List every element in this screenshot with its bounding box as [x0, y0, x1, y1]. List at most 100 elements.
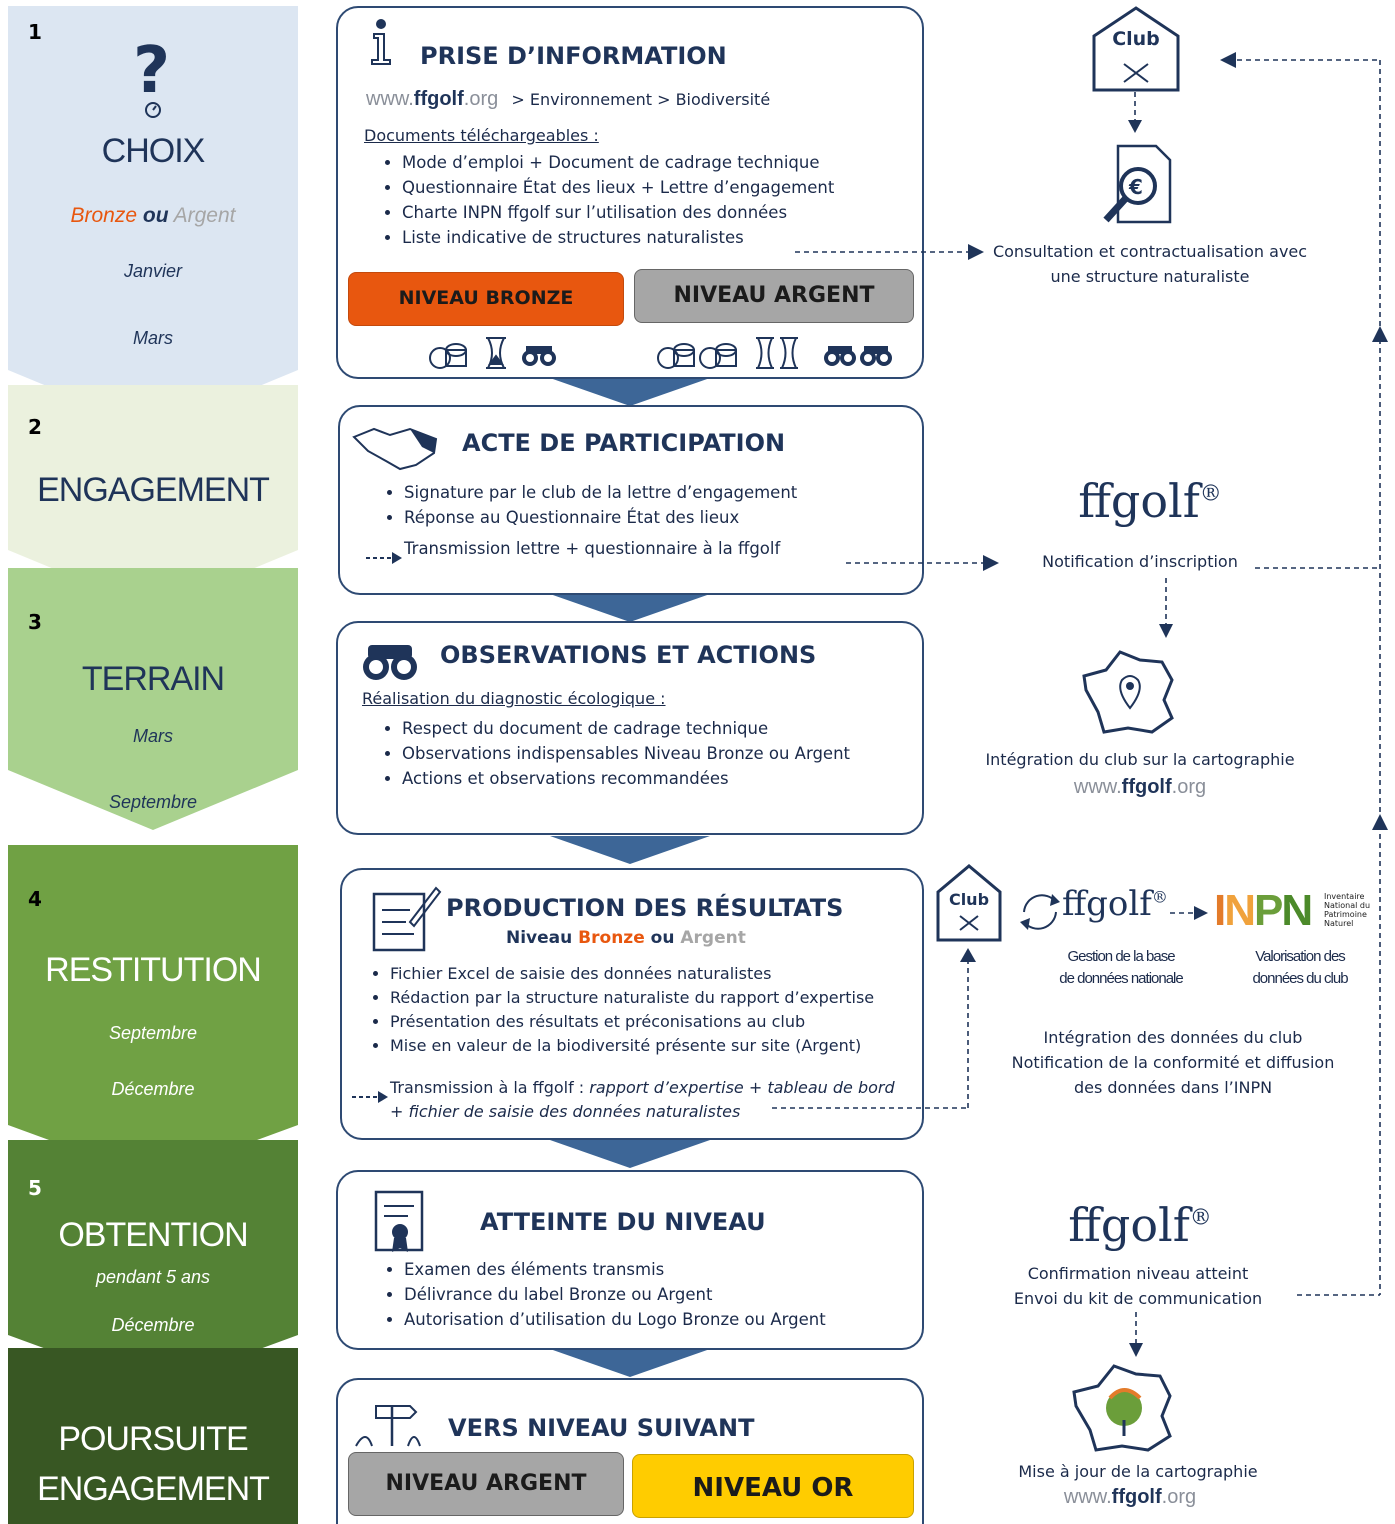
box-niveau-suivant: VERS NIVEAU SUIVANT NIVEAU ARGENT NIVEAU…	[336, 1378, 924, 1524]
box-title: VERS NIVEAU SUIVANT	[448, 1414, 755, 1442]
results-list: Fichier Excel de saisie des données natu…	[366, 964, 874, 1060]
box-observations-actions: OBSERVATIONS ET ACTIONS Réalisation du d…	[336, 621, 924, 835]
binoculars-icon	[363, 645, 417, 680]
date-end: Mars	[133, 328, 173, 348]
flow-chevron	[550, 1349, 710, 1377]
flow-chevron	[550, 1140, 710, 1168]
niveau-argent-button[interactable]: NIVEAU ARGENT	[634, 269, 914, 323]
bronze-text: Bronze	[70, 204, 138, 227]
binoculars-icon	[522, 346, 556, 366]
flow-chevron	[550, 594, 710, 622]
bronze-resources-icons	[429, 337, 556, 369]
level-choice: Bronze ou Argent	[8, 204, 298, 228]
date-start: Janvier	[123, 261, 183, 281]
step-title: ENGAGEMENT	[37, 471, 270, 509]
binoculars-icon	[824, 346, 892, 366]
list-item: Examen des éléments transmis	[404, 1260, 826, 1279]
argent-resources-icons	[657, 337, 892, 369]
ffgolf-logo: ffgolf®	[1068, 1198, 1212, 1252]
list-item: Signature par le club de la lettre d’eng…	[404, 483, 797, 502]
contract-search-icon: €	[1103, 144, 1172, 224]
ffgolf-website: www.ffgolf.org	[1073, 776, 1207, 798]
box-acte-participation: ACTE DE PARTICIPATION Signature par le c…	[338, 405, 924, 595]
list-item: Questionnaire État des lieux + Lettre d’…	[402, 178, 834, 197]
date-start: Septembre	[108, 1023, 198, 1043]
list-item: Observations indispensables Niveau Bronz…	[402, 744, 850, 763]
certificate-icon	[374, 1190, 424, 1252]
coins-icon	[657, 343, 737, 369]
step-choix: 1 ? CHOIX Bronze ou Argent Janvier Mars	[8, 6, 298, 426]
box-title: PRODUCTION DES RÉSULTATS	[446, 894, 844, 922]
docs-list: Mode d’emploi + Document de cadrage tech…	[378, 153, 834, 253]
hourglass-icon	[756, 337, 798, 369]
ffgolf-website: www.ffgolf.org	[366, 88, 499, 110]
niveau-bronze-button[interactable]: NIVEAU BRONZE	[348, 272, 624, 326]
map-update-text: Mise à jour de la cartographie	[1018, 1462, 1258, 1481]
list-item: Réponse au Questionnaire État des lieux	[404, 508, 797, 527]
step-title: OBTENTION	[58, 1216, 248, 1254]
niveau-or-button[interactable]: NIVEAU OR	[632, 1454, 914, 1518]
box-title: OBSERVATIONS ET ACTIONS	[440, 641, 817, 669]
step-poursuite: POURSUITE ENGAGEMENT	[8, 1348, 298, 1524]
list-item: Liste indicative de structures naturalis…	[402, 228, 834, 247]
step-restitution: 4 RESTITUTION Septembre Décembre	[8, 845, 298, 1175]
list-item: Rédaction par la structure naturaliste d…	[390, 988, 874, 1007]
website-path: www.ffgolf.org > Environnement > Biodive…	[366, 88, 770, 111]
step-number: 1	[28, 20, 42, 44]
list-item: Délivrance du label Bronze ou Argent	[404, 1285, 826, 1304]
niveau-subtitle: Niveau Bronze ou Argent	[506, 928, 746, 948]
breadcrumb: > Environnement > Biodiversité	[511, 90, 771, 109]
club-house-icon	[1092, 6, 1180, 92]
notification-text: Notification d’inscription	[1042, 552, 1238, 571]
transmission-line2: + fichier de saisie des données naturali…	[390, 1102, 741, 1121]
hourglass-icon	[486, 337, 506, 369]
step-number: 3	[28, 610, 42, 634]
box-prise-information: PRISE D’INFORMATION www.ffgolf.org > Env…	[336, 6, 924, 379]
participation-list: Signature par le club de la lettre d’eng…	[380, 483, 797, 533]
box-title: ACTE DE PARTICIPATION	[462, 429, 786, 457]
list-item: Fichier Excel de saisie des données natu…	[390, 964, 874, 983]
list-item: Autorisation d’utilisation du Logo Bronz…	[404, 1310, 826, 1329]
steps-background	[8, 6, 298, 1524]
step-engagement: 2 ENGAGEMENT	[8, 385, 298, 585]
date-end: Décembre	[111, 1079, 195, 1099]
list-item: Charte INPN ffgolf sur l’utilisation des…	[402, 203, 834, 222]
list-item: Mode d’emploi + Document de cadrage tech…	[402, 153, 834, 172]
step-title-line1: POURSUITE	[58, 1420, 248, 1458]
france-map-icon	[1082, 650, 1174, 734]
step-title: RESTITUTION	[45, 951, 262, 989]
france-map-label-icon	[1072, 1364, 1172, 1452]
step-title-line2: ENGAGEMENT	[37, 1470, 270, 1508]
step-number: 5	[28, 1176, 42, 1200]
svg-text:?: ?	[133, 42, 170, 108]
duration: pendant 5 ans	[95, 1267, 211, 1287]
step-number: 4	[28, 887, 42, 911]
transmission-line1: Transmission à la ffgolf : rapport d’exp…	[390, 1078, 895, 1097]
ffgolf-website: www.ffgolf.org	[1063, 1486, 1197, 1508]
cartography-text: Intégration du club sur la cartographie	[985, 750, 1295, 769]
box-production-resultats: PRODUCTION DES RÉSULTATS Niveau Bronze o…	[340, 868, 924, 1140]
club-house-icon	[936, 864, 1002, 942]
transmission-text: Transmission lettre + questionnaire à la…	[404, 539, 781, 558]
list-item: Présentation des résultats et préconisat…	[390, 1012, 874, 1031]
step-title: CHOIX	[101, 132, 206, 170]
step-terrain: 3 TERRAIN Mars Septembre	[8, 568, 298, 828]
step-title: TERRAIN	[81, 660, 225, 698]
box-title: ATTEINTE DU NIVEAU	[480, 1208, 766, 1236]
list-item: Mise en valeur de la biodiversité présen…	[390, 1036, 874, 1055]
step-number: 2	[28, 415, 42, 439]
dashed-arrow-icon	[352, 1091, 388, 1103]
dashed-arrow-icon	[366, 552, 402, 564]
handshake-icon	[352, 427, 438, 471]
svg-text:€: €	[1128, 175, 1143, 199]
date-start: Décembre	[111, 1315, 195, 1335]
club-label: Club	[1112, 28, 1160, 50]
list-item: Actions et observations recommandées	[402, 769, 850, 788]
niveau-argent-button[interactable]: NIVEAU ARGENT	[348, 1452, 624, 1516]
ffgolf-logo: ffgolf®	[1078, 474, 1222, 528]
